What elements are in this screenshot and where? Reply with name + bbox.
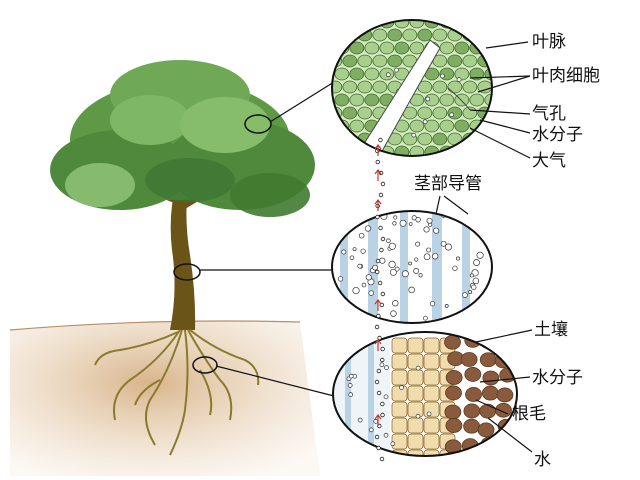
soil-ground — [9, 320, 320, 476]
label-root-hair: 根毛 — [512, 404, 546, 424]
label-atmosphere: 大气 — [532, 151, 566, 171]
label-water-molecule-bottom: 水分子 — [532, 368, 583, 388]
label-vein: 叶脉 — [532, 32, 566, 52]
label-stem-vessel: 茎部导管 — [414, 174, 482, 194]
label-leaders — [435, 41, 533, 453]
root-magnified-view — [332, 331, 518, 457]
tree-foliage — [50, 60, 315, 217]
label-water-molecule-top: 水分子 — [532, 125, 583, 145]
root-callout-marker — [192, 356, 218, 374]
label-water: 水 — [534, 450, 551, 470]
label-mesophyll: 叶肉细胞 — [532, 66, 600, 86]
label-soil: 土壤 — [534, 320, 568, 340]
tree-roots — [94, 329, 260, 456]
leaf-magnified-view — [331, 19, 493, 157]
stem-magnified-view — [331, 210, 493, 324]
callout-lines — [200, 81, 335, 397]
label-stoma: 气孔 — [532, 104, 566, 124]
stem-callout-marker — [173, 263, 201, 281]
leaf-callout-marker — [244, 114, 272, 134]
water-path-dots — [374, 137, 386, 462]
